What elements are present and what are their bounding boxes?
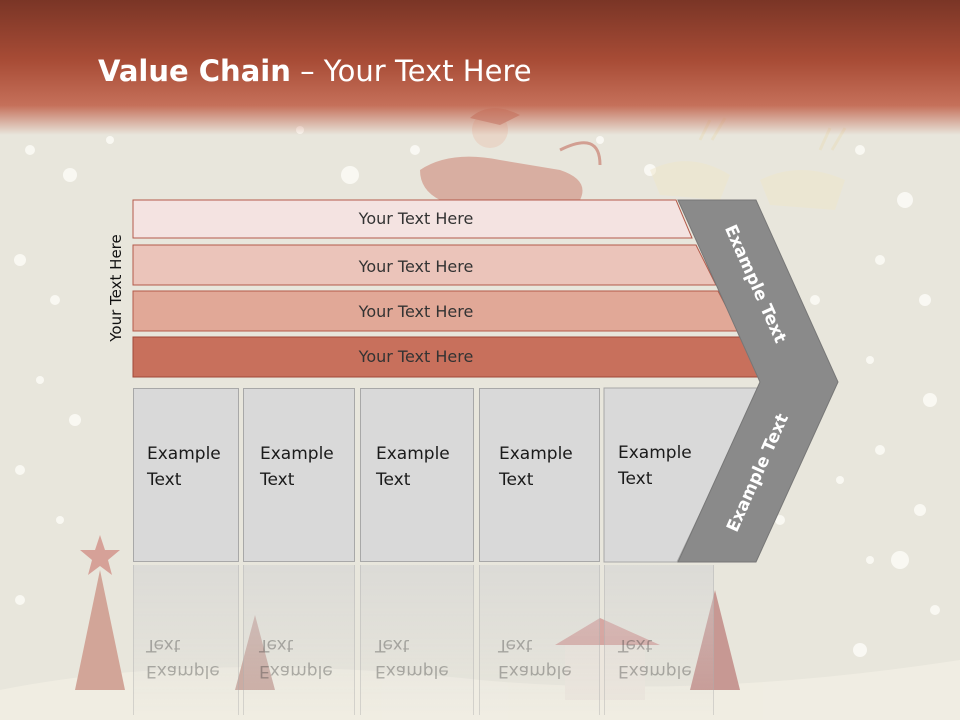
reflection-box-4 bbox=[479, 565, 600, 715]
row-band-1[interactable] bbox=[132, 199, 693, 239]
box-5-line1: Example bbox=[618, 443, 692, 463]
page-title: Value Chain – Your Text Here bbox=[98, 54, 532, 88]
example-box-3[interactable]: Example Text bbox=[360, 388, 474, 562]
box-5-line2: Text bbox=[618, 469, 653, 489]
reflection-box-3 bbox=[360, 565, 474, 715]
title-bold: Value Chain bbox=[98, 54, 291, 88]
box-4-line1: Example bbox=[499, 444, 573, 464]
reflection-box-1 bbox=[133, 565, 239, 715]
header-band bbox=[0, 0, 960, 135]
example-box-1[interactable]: Example Text bbox=[133, 388, 239, 562]
row-label-4: Your Text Here bbox=[358, 347, 474, 366]
box-5-shape[interactable] bbox=[603, 387, 761, 563]
example-box-2[interactable]: Example Text bbox=[243, 388, 355, 562]
snowflakes bbox=[14, 126, 940, 657]
row-label-2: Your Text Here bbox=[358, 257, 474, 276]
box-4-line2: Text bbox=[499, 470, 534, 490]
reflection-box-2 bbox=[243, 565, 355, 715]
box-3-line1: Example bbox=[376, 444, 450, 464]
box-1-line2: Text bbox=[147, 470, 182, 490]
box-1-line1: Example bbox=[147, 444, 221, 464]
santa-sleigh-illustration bbox=[420, 108, 847, 210]
box-3-line2: Text bbox=[376, 470, 411, 490]
reflection-box-5 bbox=[604, 565, 714, 715]
box-2-line1: Example bbox=[260, 444, 334, 464]
row-label-1: Your Text Here bbox=[358, 209, 474, 228]
box-2-line2: Text bbox=[260, 470, 295, 490]
example-box-5: Example Text bbox=[604, 388, 714, 562]
example-box-4[interactable]: Example Text bbox=[479, 388, 600, 562]
row-label-3: Your Text Here bbox=[358, 302, 474, 321]
title-rest: – Your Text Here bbox=[290, 54, 532, 88]
chevron-arrow[interactable] bbox=[677, 199, 839, 563]
